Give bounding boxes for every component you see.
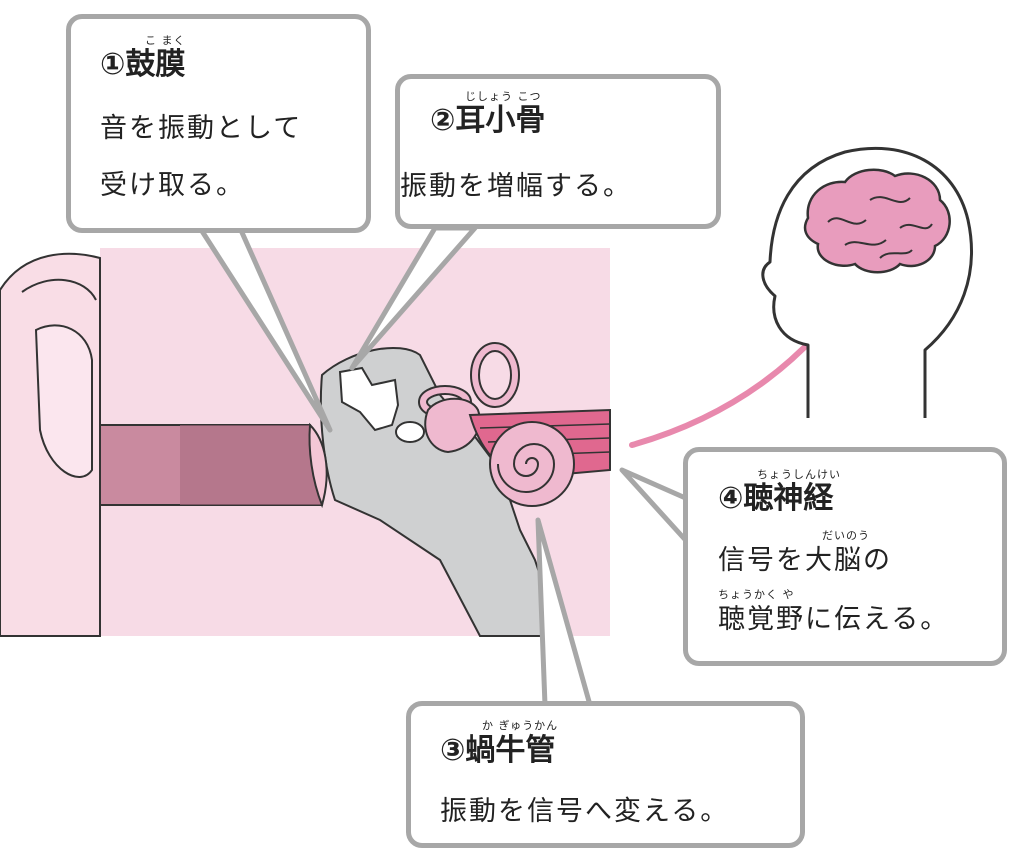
nerve-line2-ruby: ちょうかく や xyxy=(718,588,795,601)
ossicles-shape xyxy=(338,366,400,432)
eardrum-desc-line1: 音を振動として xyxy=(100,113,303,144)
eardrum-title: ①鼓膜 xyxy=(100,50,185,80)
cochlea-shape xyxy=(489,421,575,507)
nerve-desc-line2: 聴覚野に伝える。 xyxy=(718,604,950,635)
cochlea-name: 蝸牛管 xyxy=(465,733,556,768)
cochlea-title: ③蝸牛管 xyxy=(440,736,555,766)
nerve-desc-line1: 信号を大脳の xyxy=(718,545,892,576)
vestibule xyxy=(424,397,481,454)
ossicles-ruby: じしょう こつ xyxy=(465,90,542,103)
pointer-nerve xyxy=(619,467,693,548)
eardrum-ruby: こ まく xyxy=(145,34,186,47)
callout-eardrum xyxy=(66,14,371,233)
ossicles-name: 耳小骨 xyxy=(455,103,546,138)
ossicles-number: ② xyxy=(430,103,456,138)
nerve-number: ④ xyxy=(718,481,744,516)
cochlea-number: ③ xyxy=(440,733,466,768)
nerve-ruby: ちょうしんけい xyxy=(757,468,841,481)
cochlea-spiral xyxy=(497,443,556,493)
pinna-inner xyxy=(34,324,93,478)
stapes-shape xyxy=(395,421,425,443)
eardrum-shape xyxy=(308,422,328,509)
cochlea-desc-line1: 振動を信号へ変える。 xyxy=(440,796,730,827)
ossicles-title: ②耳小骨 xyxy=(430,106,545,136)
ossicles-desc-line1: 振動を増幅する。 xyxy=(400,171,632,202)
eardrum-desc-line2: 受け取る。 xyxy=(100,170,245,201)
ear-canal-shade xyxy=(180,425,324,505)
callout-ossicles xyxy=(395,74,721,229)
nerve-line1-ruby: だいのう xyxy=(822,529,870,542)
cochlea-ruby: か ぎゅうかん xyxy=(482,719,559,732)
nerve-name: 聴神経 xyxy=(743,481,834,516)
brain-icon xyxy=(803,168,951,274)
callout-cochlea xyxy=(406,701,805,848)
pinna-fold xyxy=(21,278,97,301)
eardrum-number: ① xyxy=(100,47,126,82)
eardrum-name: 鼓膜 xyxy=(125,47,186,82)
nerve-title: ④聴神経 xyxy=(718,484,833,514)
brain-folds xyxy=(827,196,933,259)
semicircular-canal-1-fill xyxy=(472,344,518,406)
callout-auditory-nerve xyxy=(683,447,1007,666)
